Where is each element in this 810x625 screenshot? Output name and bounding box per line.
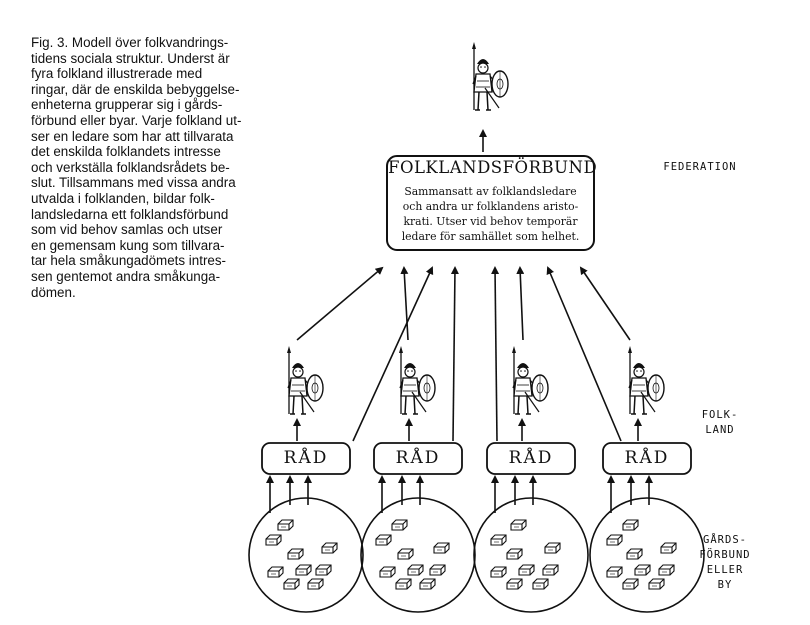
federation-description: Sammansatt av folklandsledare och andra u… [388, 184, 593, 244]
farm-icon [490, 566, 507, 578]
farm-icon [283, 578, 300, 590]
council-box [373, 442, 463, 475]
caption-line: ringar, där de enskilda bebyggelse- [31, 81, 240, 97]
arrow [491, 266, 500, 442]
folkland-ring [360, 497, 476, 613]
king-warrior-icon [471, 41, 509, 111]
farm-icon [407, 564, 424, 576]
federation-description-line: och andra ur folklandens aristo- [402, 200, 579, 213]
farm-icon [606, 534, 623, 546]
caption-line: ser en ledare som har att tillvarata [31, 128, 234, 144]
farm-icon [395, 578, 412, 590]
farm-icon [419, 578, 436, 590]
caption-line: en gemensam kung som tillvara- [31, 237, 225, 253]
folkland-leader-icon [511, 345, 549, 415]
council-box [261, 442, 351, 475]
farm-icon [379, 566, 396, 578]
label-folkland: FOLK-LAND [701, 409, 739, 436]
federation-description-line: krati. Utser vid behov temporär [403, 215, 578, 228]
arrow [516, 266, 525, 341]
federation-description-line: ledare för samhället som helhet. [401, 230, 580, 243]
farm-icon [287, 548, 304, 560]
farm-icon [658, 564, 675, 576]
council-label: RÅD [395, 448, 441, 468]
council-label: RÅD [508, 448, 554, 468]
arrow [352, 266, 434, 442]
folkland-ring [248, 497, 364, 613]
caption-line: som vid behov samlas och utser [31, 222, 223, 238]
caption-line: enheterna grupperar sig i gårds- [31, 97, 223, 113]
farm-icon [606, 566, 623, 578]
farm-icon [429, 564, 446, 576]
figure-caption: Fig. 3. Modell över folkvandrings-tidens… [31, 35, 259, 300]
folkland-leader-icon [286, 345, 324, 415]
farm-icon [506, 578, 523, 590]
caption-line: och verkställa folklandsrådets be- [31, 159, 230, 175]
folkland-leader-icon [398, 345, 436, 415]
farm-icon [375, 534, 392, 546]
farm-icon [391, 519, 408, 531]
folkland-ring [589, 497, 705, 613]
caption-line: tidens sociala struktur. Underst är [31, 50, 230, 66]
farm-icon [626, 548, 643, 560]
farm-icon [295, 564, 312, 576]
label-federation: FEDERATION [663, 161, 737, 173]
farm-icon [544, 542, 561, 554]
federation-box [386, 155, 595, 251]
caption-line: tar hela småkungadömets intres- [31, 253, 227, 269]
farm-icon [433, 542, 450, 554]
farm-icon [622, 578, 639, 590]
council-box [486, 442, 576, 475]
farm-icon [265, 534, 282, 546]
farm-icon [622, 519, 639, 531]
caption-line: landsledarna ett folklandsförbund [31, 206, 229, 222]
folkland-leader-icon [627, 345, 665, 415]
farm-icon [506, 548, 523, 560]
folkland-ring [473, 497, 589, 613]
caption-line: förbund eller byar. Varje folkland ut- [31, 112, 242, 128]
farm-icon [397, 548, 414, 560]
council-label: RÅD [624, 448, 670, 468]
farm-icon [532, 578, 549, 590]
farm-icon [542, 564, 559, 576]
caption-line: Fig. 3. Modell över folkvandrings- [31, 35, 229, 50]
farm-icon [277, 519, 294, 531]
arrow [296, 266, 384, 341]
caption-line: dömen. [31, 284, 76, 300]
caption-line: det enskilda folklandets intresse [31, 144, 221, 160]
caption-line: slut. Tillsammans med vissa andra [31, 175, 236, 191]
farm-icon [267, 566, 284, 578]
arrow [579, 266, 631, 341]
farm-icon [490, 534, 507, 546]
farm-icon [307, 578, 324, 590]
caption-line: utvalda i folklanden, bildar folk- [31, 190, 215, 206]
council-box [602, 442, 692, 475]
caption-line: fyra folkland illustrerade med [31, 66, 203, 82]
arrow [400, 266, 409, 341]
federation-description-line: Sammansatt av folklandsledare [404, 185, 577, 198]
farm-icon [648, 578, 665, 590]
arrow [450, 266, 459, 442]
farm-icon [510, 519, 527, 531]
arrow [546, 266, 622, 442]
farm-icon [634, 564, 651, 576]
caption-line: sen gentemot andra småkunga- [31, 268, 221, 284]
federation-title: FOLKLANDSFÖRBUND [388, 158, 598, 177]
farm-icon [518, 564, 535, 576]
farm-icon [660, 542, 677, 554]
farm-icon [315, 564, 332, 576]
council-label: RÅD [283, 448, 329, 468]
farm-icon [321, 542, 338, 554]
